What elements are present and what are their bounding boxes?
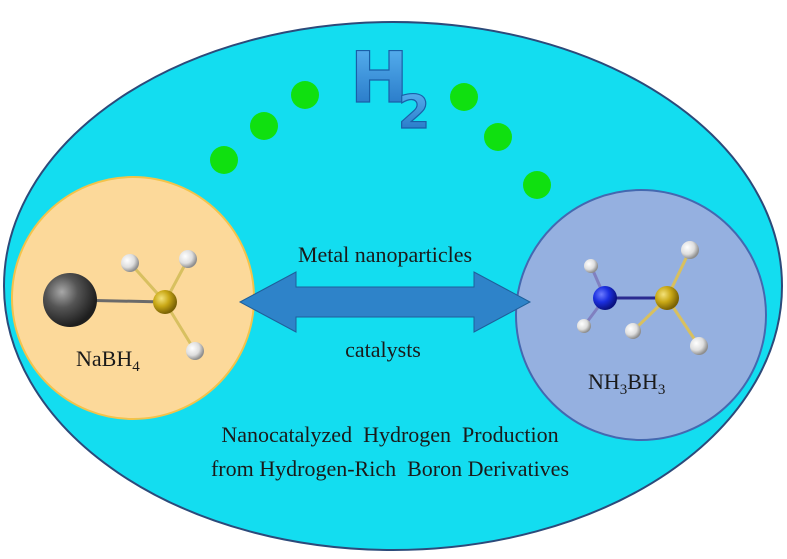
caption-line-2: from Hydrogen-Rich Boron Derivatives (211, 456, 569, 481)
hydrogen-dot (450, 83, 478, 111)
h2-title: H 2 (349, 36, 430, 139)
arrow-top-label: Metal nanoparticles (298, 242, 472, 267)
hydrogen-dots (210, 81, 551, 199)
sodium-atom (43, 273, 97, 327)
h2-title-main: H (350, 37, 409, 119)
nabh4-molecule (43, 250, 204, 360)
nh3bh3-circle (515, 189, 767, 441)
hydrogen-atom (584, 259, 598, 273)
nh3bh3-label: NH3BH3 (588, 369, 665, 398)
nh3bh3-molecule (577, 241, 708, 355)
double-arrow-icon (238, 271, 532, 333)
hydrogen-atom (186, 342, 204, 360)
hydrogen-dot (523, 171, 551, 199)
hydrogen-dot (250, 112, 278, 140)
hydrogen-atom (625, 323, 641, 339)
hydrogen-atom (681, 241, 699, 259)
hydrogen-dot (210, 146, 238, 174)
caption-line-1: Nanocatalyzed Hydrogen Production (221, 422, 558, 447)
hydrogen-atom (121, 254, 139, 272)
boron-atom (153, 290, 177, 314)
h2-title-subscript: 2 (398, 85, 430, 139)
hydrogen-atom (577, 319, 591, 333)
nabh4-label: NaBH4 (76, 346, 140, 375)
hydrogen-atom (179, 250, 197, 268)
arrow-bottom-label: catalysts (345, 337, 421, 362)
boron-atom (655, 286, 679, 310)
hydrogen-dot (291, 81, 319, 109)
hydrogen-atom (690, 337, 708, 355)
hydrogen-dot (484, 123, 512, 151)
nitrogen-atom (593, 286, 617, 310)
